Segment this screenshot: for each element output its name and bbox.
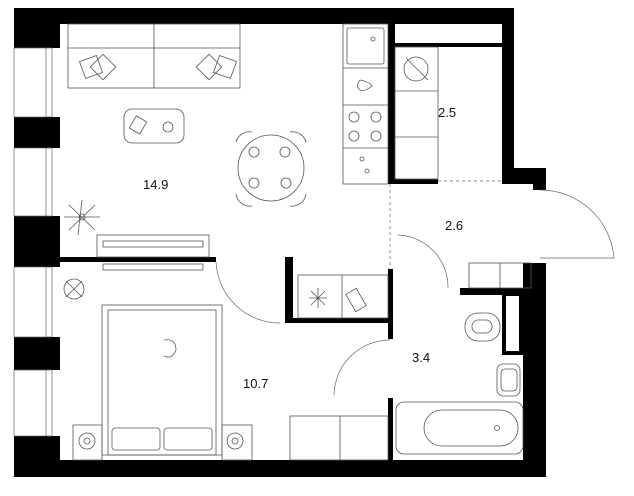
kitchen	[297, 23, 439, 319]
toilet	[464, 312, 501, 342]
doors	[215, 180, 615, 396]
nightstand	[221, 424, 253, 461]
sink	[496, 363, 521, 397]
dishwasher-icon	[345, 287, 367, 313]
plant-icon	[64, 199, 100, 236]
tv-stand	[96, 234, 210, 258]
fridge-snowflake-icon	[309, 288, 327, 308]
bathtub	[395, 401, 524, 455]
bathroom-fixtures	[395, 262, 532, 455]
wardrobe	[289, 415, 389, 461]
area-label-hallway: 2.6	[445, 218, 463, 233]
bed	[101, 304, 223, 456]
area-label-living: 14.9	[143, 177, 168, 192]
bathroom-door	[333, 339, 391, 396]
windows	[13, 47, 53, 437]
entrance-door	[539, 189, 615, 259]
bedroom-door	[215, 261, 281, 324]
plant-icon	[63, 278, 85, 300]
area-label-bathroom: 3.4	[412, 350, 430, 365]
coffee-table	[123, 108, 185, 144]
area-label-storage: 2.5	[438, 105, 456, 120]
bedroom-furniture	[72, 304, 389, 461]
nightstand	[72, 424, 103, 461]
area-label-bedroom: 10.7	[243, 376, 268, 391]
boiler-icon	[403, 56, 429, 82]
cat-icon	[163, 339, 177, 358]
living-furniture	[63, 23, 307, 300]
walls	[14, 8, 546, 477]
dining-table	[237, 134, 305, 202]
kitchen-door	[397, 234, 449, 289]
